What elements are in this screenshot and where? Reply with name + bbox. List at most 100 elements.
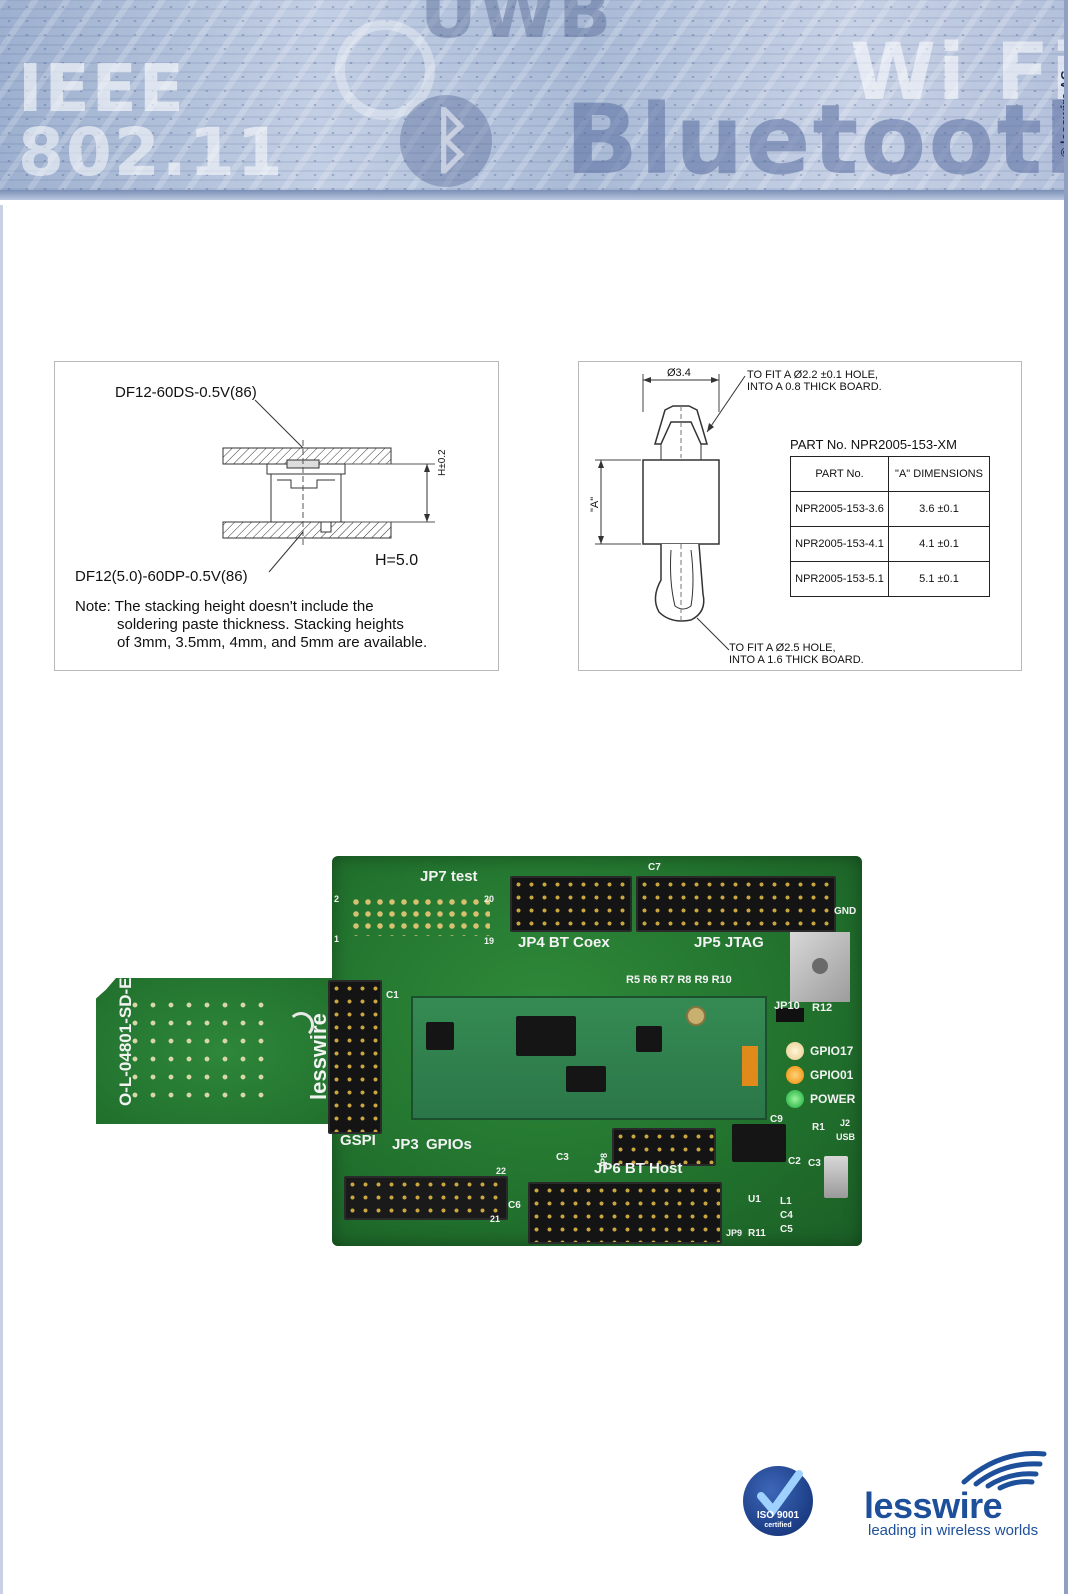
iso-badge-subtitle: certified <box>764 1522 792 1529</box>
bottom-connector-part-number: DF12(5.0)-60DP-0.5V(86) <box>75 568 248 585</box>
bottom-callout-line-2: INTO A 1.6 THICK BOARD. <box>729 654 864 666</box>
table-cell-part: NPR2005-153-4.1 <box>790 526 889 562</box>
usb-connector <box>824 1156 848 1198</box>
usb-bridge-ic <box>732 1124 786 1162</box>
gspi-label: GSPI <box>340 1132 376 1149</box>
c1-label: C1 <box>386 990 399 1001</box>
gpios-label: GPIOs <box>426 1136 472 1153</box>
table-row: NPR2005-153-3.6 3.6 ±0.1 <box>790 491 990 527</box>
stacking-height-value: H=5.0 <box>375 552 419 569</box>
banner-bottom-rule <box>0 190 1068 200</box>
module-chip-main <box>516 1016 576 1056</box>
table-cell-part: NPR2005-153-5.1 <box>790 561 889 597</box>
module-chip-small <box>426 1022 454 1050</box>
jp6-small-header <box>612 1128 716 1166</box>
c4-label: C4 <box>780 1210 793 1221</box>
dimension-table: PART No. "A" DIMENSIONS NPR2005-153-3.6 … <box>790 456 990 597</box>
c7-label: C7 <box>648 862 661 873</box>
c6-label: C6 <box>508 1200 521 1211</box>
l1-label: L1 <box>780 1196 792 1207</box>
top-hole-callout: TO FIT A Ø2.2 ±0.1 HOLE, INTO A 0.8 THIC… <box>747 369 882 393</box>
banner-ring-graphic <box>335 20 435 120</box>
table-cell-dimension: 4.1 ±0.1 <box>888 526 990 562</box>
banner-word-ieee: IEEE <box>18 50 186 127</box>
r1-label: R1 <box>812 1122 825 1133</box>
spacer-drawing: Ø3.4 TO FIT A Ø2.2 ±0.1 HOLE, INTO A 0.8… <box>578 361 1022 671</box>
pin-1-label: 1 <box>334 934 340 944</box>
banner-texture <box>0 0 1066 190</box>
jp5-label: JP5 JTAG <box>694 934 764 951</box>
note-line-2: soldering paste thickness. Stacking heig… <box>117 616 404 633</box>
iso-badge-title: ISO 9001 <box>756 1510 800 1521</box>
banner-word-bluetooth: Bluetooth <box>565 84 1066 190</box>
j2-label: J2 <box>840 1118 851 1128</box>
logo-wordmark: lesswire <box>864 1485 1003 1526</box>
connector-drawing: DF12-60DS-0.5V(86) H±0.2 DF12(5.0)-60DP-… <box>54 361 499 671</box>
diameter-label: Ø3.4 <box>667 367 691 379</box>
note-line-1: Note: The stacking height doesn't includ… <box>75 598 374 615</box>
shield-hole <box>812 958 828 974</box>
jp5-header <box>636 876 836 932</box>
dimension-a-label: "A" <box>589 496 601 512</box>
iso-9001-badge: ISO 9001 certified <box>743 1466 813 1536</box>
c9-label: C9 <box>770 1114 783 1125</box>
stacking-height-note: Note: The stacking height doesn't includ… <box>75 598 427 652</box>
table-header-row: PART No. "A" DIMENSIONS <box>790 456 990 492</box>
part-number-title: PART No. NPR2005-153-XM <box>790 437 957 452</box>
c3b-label: C3 <box>808 1158 821 1169</box>
table-header-part-no: PART No. <box>790 456 889 492</box>
resistor-row-label: R5 R6 R7 R8 R9 R10 <box>626 974 732 986</box>
power-label: POWER <box>810 1092 856 1106</box>
bottom-callout-line-1: TO FIT A Ø2.5 HOLE, <box>729 642 836 654</box>
jp3-header <box>344 1176 508 1220</box>
top-connector-part-number: DF12-60DS-0.5V(86) <box>115 384 257 401</box>
jp10-jumper <box>776 1008 804 1022</box>
jp9-label: JP9 <box>726 1228 743 1238</box>
module-chip-rf <box>636 1026 662 1052</box>
r12-label: R12 <box>812 1002 833 1014</box>
gnd-label: GND <box>834 906 857 917</box>
banner-word-wifi: Wi Fi <box>850 28 1066 118</box>
connector-drawing-lines <box>222 399 435 573</box>
top-callout-line-1: TO FIT A Ø2.2 ±0.1 HOLE, <box>747 369 878 381</box>
pin-2-label: 2 <box>334 894 340 904</box>
tantalum-capacitor <box>742 1046 758 1086</box>
bottom-hole-callout: TO FIT A Ø2.5 HOLE, INTO A 1.6 THICK BOA… <box>729 642 864 666</box>
lesswire-logo: lesswire leading in wireless worlds <box>864 1448 1060 1544</box>
pin-19-label: 19 <box>484 936 495 946</box>
jp6-label: JP6 BT Host <box>594 1160 683 1177</box>
pin-20-label: 20 <box>484 894 495 904</box>
checkmark-icon <box>757 1470 803 1517</box>
wireless-waves-icon <box>961 1451 1047 1491</box>
power-led <box>786 1090 804 1108</box>
usb-label: USB <box>836 1132 856 1142</box>
c5-label: C5 <box>780 1224 793 1235</box>
u1-label: U1 <box>748 1194 761 1205</box>
table-row: NPR2005-153-4.1 4.1 ±0.1 <box>790 526 990 562</box>
table-cell-part: NPR2005-153-3.6 <box>790 491 889 527</box>
jp4-header <box>510 876 632 932</box>
table-cell-dimension: 5.1 ±0.1 <box>888 561 990 597</box>
jp6-header <box>528 1182 722 1244</box>
note-line-3: of 3mm, 3.5mm, 4mm, and 5mm are availabl… <box>117 634 428 651</box>
table-row: NPR2005-153-5.1 5.1 ±0.1 <box>790 561 990 597</box>
jp3-label: JP3 <box>392 1136 419 1153</box>
module-chip-secondary <box>566 1066 606 1092</box>
gpio01-label: GPIO01 <box>810 1068 854 1082</box>
banner-word-uwb: UWB <box>420 0 614 54</box>
header-banner: ᛒ IEEE 802.11 UWB Bluetooth Wi Fi © less… <box>0 0 1066 190</box>
jp8-label: JP8 <box>599 1152 610 1170</box>
wireless-icon <box>288 1012 314 1038</box>
table-cell-dimension: 3.6 ±0.1 <box>888 491 990 527</box>
c2-label: C2 <box>788 1156 801 1167</box>
bluetooth-icon-disc <box>400 95 492 187</box>
jp10-label: JP10 <box>774 1000 800 1012</box>
gspi-header <box>328 980 382 1134</box>
page-frame-left <box>0 205 3 1594</box>
jp7-label: JP7 test <box>420 868 478 885</box>
logo-tagline: leading in wireless worlds <box>868 1522 1039 1539</box>
top-callout-line-2: INTO A 0.8 THICK BOARD. <box>747 381 882 393</box>
pin-21-label: 21 <box>490 1214 501 1224</box>
module-id-label: O-L-04801-SD-E <box>116 977 135 1106</box>
banner-word-80211: 802.11 <box>18 114 285 190</box>
